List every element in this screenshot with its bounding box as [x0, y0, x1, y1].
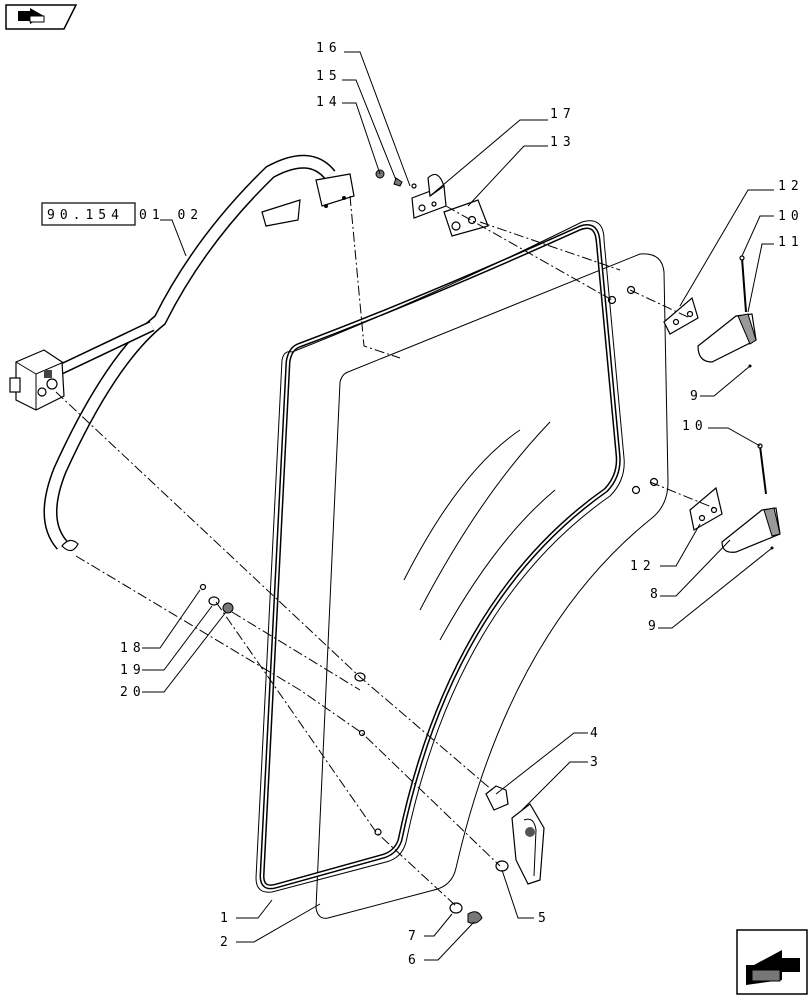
callout-9-lower: 9: [648, 619, 661, 634]
callout-5: 5: [538, 911, 551, 926]
reference-box-text: 90.154: [47, 208, 124, 223]
callout-6: 6: [408, 953, 421, 968]
callout-9-upper: 9: [690, 389, 703, 404]
callout-19: 19: [120, 663, 146, 678]
callout-11: 11: [778, 235, 804, 250]
callout-2: 2: [220, 935, 233, 950]
leader-lines: [142, 51, 774, 961]
callout-8: 8: [650, 587, 663, 602]
next-page-icon[interactable]: [736, 929, 808, 995]
callout-10-upper: 10: [778, 209, 804, 224]
reference-box[interactable]: 90.154 01 02: [41, 202, 203, 226]
callout-20: 20: [120, 685, 146, 700]
callout-18: 18: [120, 641, 146, 656]
door-seal: [259, 224, 621, 890]
callout-1: 1: [220, 911, 233, 926]
callout-17: 17: [550, 107, 576, 122]
door-glass: [315, 253, 669, 919]
callout-10-lower: 10: [682, 419, 708, 434]
callout-7: 7: [408, 929, 421, 944]
door-handle: [485, 785, 545, 885]
prev-page-icon[interactable]: [5, 4, 78, 30]
hinge-right-lower: [689, 443, 781, 553]
hinge-upper: [411, 173, 489, 237]
callout-12-upper: 12: [778, 179, 804, 194]
callout-4: 4: [590, 726, 603, 741]
reference-suffix-text: 01 02: [139, 208, 203, 223]
callout-labels: 16 15 14 17 13 12 10 11 9 10 12 8 9 4 3 …: [120, 41, 804, 968]
callout-15: 15: [316, 69, 342, 84]
callout-16: 16: [316, 41, 342, 56]
callout-13: 13: [550, 135, 576, 150]
hinge-right-upper: [663, 255, 757, 368]
callout-3: 3: [590, 755, 603, 770]
handrail: [9, 154, 355, 552]
callout-14: 14: [316, 95, 342, 110]
callout-12-lower: 12: [630, 559, 656, 574]
handrail-bracket: [9, 349, 65, 411]
